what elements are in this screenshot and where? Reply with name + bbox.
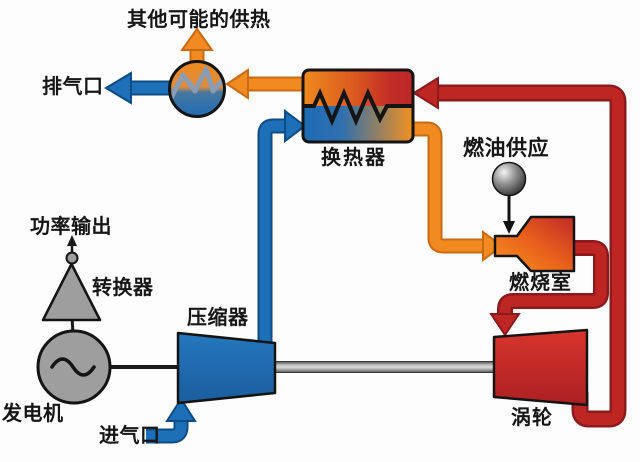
generator-shape [36,329,112,405]
fuel-feed-arrowhead-icon [503,221,515,234]
heat-recovery-connector [225,68,305,100]
air-inlet-arrowhead-icon [165,397,197,422]
fuel-supply-ball [491,161,527,197]
turbine-label: 涡轮 [511,405,553,429]
secondary-exchanger-zigzag-icon [169,66,225,100]
fuel-supply-label: 燃油供应 [463,136,549,160]
converter-terminal-icon [65,251,79,265]
exhaust-outlet-arrowhead-icon [104,71,132,105]
heat-exchanger-coil-icon [303,87,413,127]
preheated-air-arrowhead-icon [482,230,504,262]
fuel-feed-arrow [503,195,515,234]
other-heat-arrowhead-icon [180,27,214,51]
exhaust-outlet-label: 排气口 [42,74,104,98]
heat-exchanger-label: 换热器 [321,145,387,169]
power-output-label: 功率输出 [30,214,112,238]
compressed-air-pipe [257,109,307,350]
compressor-label: 压缩器 [187,305,249,329]
heat-recovery-arrowhead-icon [225,68,249,100]
generator-label: 发电机 [2,401,64,425]
air-inlet-arrow [146,397,197,444]
secondary-heat-exchanger [168,60,226,118]
combustion-chamber-shape [493,215,576,273]
turbine-shape [492,328,589,407]
hot-exhaust-arrowhead-icon [412,76,439,110]
other-heat-arrow [180,27,214,64]
preheated-air-pipe [410,121,504,262]
air-inlet-label: 进气口 [99,423,161,447]
heat-exchanger-box [301,68,415,144]
power-output-arrowhead-icon [67,235,77,246]
compressed-air-arrowhead-icon [284,109,307,143]
other-heat-label: 其他可能的供热 [127,7,271,31]
exhaust-return-pipe [412,76,627,428]
compressor-shape [176,331,277,405]
combustion-to-turbine-pipe [489,240,609,337]
ac-sine-icon [50,357,96,377]
turbine-compressor-shaft [267,361,499,373]
hot-gas-down-arrowhead-icon [489,313,521,337]
converter-label: 转换器 [92,275,154,299]
converter-shape [41,251,102,322]
combustion-chamber-label: 燃烧室 [509,270,572,294]
exhaust-outlet-arrow [104,71,170,105]
